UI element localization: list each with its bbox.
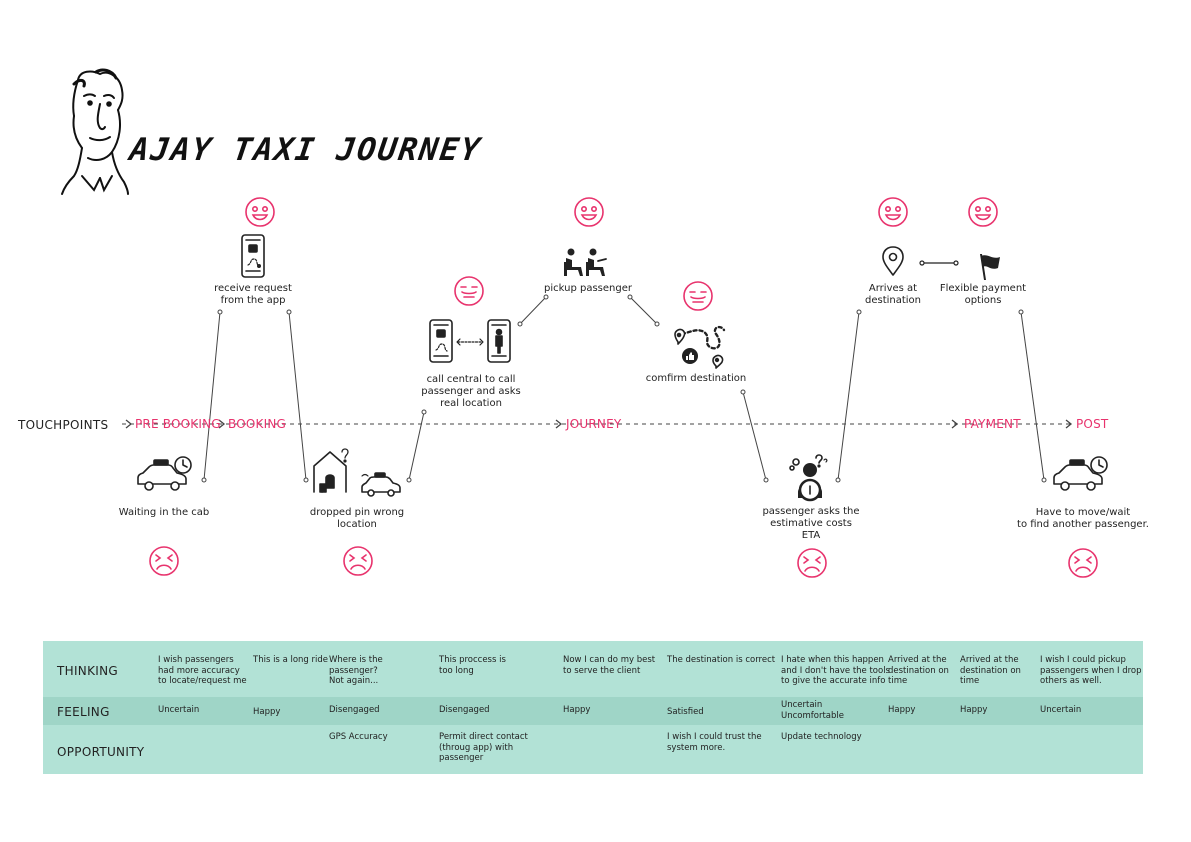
page-title: AJAY TAXI JOURNEY (127, 132, 484, 168)
stage-post: POST (1076, 417, 1109, 431)
thinking-cell: This is a long ride (253, 655, 329, 665)
step-label-move-wait: Have to move/wait to find another passen… (1017, 507, 1149, 530)
mood-faces (149, 197, 1098, 578)
row-header-thinking: THINKING (57, 664, 118, 678)
feeling-cell: Satisfied (667, 707, 704, 717)
stage-booking: BOOKING (228, 417, 286, 431)
emotion-curve-segment (1020, 311, 1045, 481)
step-label-arrives: Arrives at destination (864, 283, 922, 306)
taxi-clock-icon (1053, 456, 1108, 491)
curve-node (1041, 477, 1047, 483)
thinking-cell: Where is the passenger? Not again... (329, 655, 383, 686)
timeline-arrows (125, 419, 1073, 429)
opportunity-cell: GPS Accuracy (329, 732, 388, 742)
curve-node (740, 389, 746, 395)
ajay-avatar-sketch (61, 68, 129, 195)
mood-face-sad-icon (343, 546, 373, 576)
curve-node (763, 477, 769, 483)
row-header-feeling: FEELING (57, 705, 110, 719)
curve-node (217, 309, 223, 315)
curve-node (421, 409, 427, 415)
step-label-asks-costs: passenger asks the estimative costs ETA (762, 506, 860, 541)
driver-thinking-icon (789, 454, 828, 502)
step-label-call-central: call central to call passenger and asks … (421, 374, 521, 409)
step-label-pickup-passenger: pickup passenger (544, 283, 632, 294)
flag-icon (980, 254, 1000, 280)
curve-node (654, 321, 660, 327)
curve-node (303, 477, 309, 483)
curve-node (835, 477, 841, 483)
feeling-cell: Disengaged (329, 705, 380, 715)
mood-face-sad-icon (1068, 548, 1098, 578)
thinking-cell: Arrived at the destination on time (888, 655, 949, 686)
passengers-seated-icon (564, 248, 607, 276)
curve-node (543, 294, 549, 300)
curve-node (856, 309, 862, 315)
journey-table: THINKING FEELING OPPORTUNITY I wish pass… (43, 641, 1143, 774)
opportunity-row (43, 725, 1143, 774)
two-phones-icon (429, 319, 511, 363)
row-header-opportunity: OPPORTUNITY (57, 745, 145, 759)
mood-face-neutral-icon (683, 281, 713, 311)
feeling-cell: Happy (888, 705, 916, 715)
mood-face-neutral-icon (454, 276, 484, 306)
curve-node (201, 477, 207, 483)
icons-layer (137, 234, 1108, 502)
location-pin-icon (882, 246, 904, 276)
thinking-cell: The destination is correct (667, 655, 776, 665)
stage-journey: JOURNEY (566, 417, 622, 431)
thinking-cell: I hate when this happen and I don't have… (781, 655, 890, 686)
taxi-clock-icon (137, 456, 192, 491)
thinking-cell: This proccess is too long (439, 655, 506, 676)
emotion-curve-segment (742, 391, 767, 481)
touchpoints-label: TOUCHPOINTS (18, 418, 109, 432)
feeling-cell: Uncertain (158, 705, 200, 715)
emotion-curve-segment (288, 311, 307, 481)
emotion-curve (201, 294, 1047, 483)
opportunity-cell: Update technology (781, 732, 862, 742)
step-label-waiting-cab: Waiting in the cab (118, 507, 210, 518)
mood-face-happy-icon (878, 197, 908, 227)
step-label-flexible-payment: Flexible payment options (939, 283, 1027, 306)
mood-face-happy-icon (574, 197, 604, 227)
opportunity-cell: Permit direct contact (throug app) with … (439, 732, 528, 763)
route-pins-icon (674, 325, 726, 369)
feeling-cell: Happy (253, 707, 281, 717)
emotion-curve-segment (837, 311, 860, 481)
curve-node (1018, 309, 1024, 315)
thinking-cell: Now I can do my best to serve the client (563, 655, 656, 676)
feeling-cell: Happy (563, 705, 591, 715)
curve-node (517, 321, 523, 327)
stage-pre-booking: PRE BOOKING (135, 417, 221, 431)
thinking-cell: I wish passengers had more accuracy to l… (158, 655, 247, 686)
opportunity-cell: I wish I could trust the system more. (667, 732, 762, 753)
step-label-dropped-pin: dropped pin wrong location (309, 507, 405, 530)
emotion-curve-segment (519, 296, 547, 325)
emotion-curve-segment (203, 311, 221, 481)
stage-payment: PAYMENT (964, 417, 1021, 431)
feeling-cell: Disengaged (439, 705, 490, 715)
feeling-cell: Uncertain Uncomfortable (781, 700, 844, 721)
house-traveler-taxi-icon (313, 448, 401, 497)
thinking-row (43, 641, 1143, 697)
curve-node (406, 477, 412, 483)
curve-node (627, 294, 633, 300)
emotion-curve-segment (408, 411, 425, 481)
feeling-cell: Uncertain (1040, 705, 1082, 715)
thinking-cell: Arrived at the destination on time (960, 655, 1021, 686)
emotion-curve-segment (629, 296, 658, 325)
feeling-row (43, 697, 1143, 725)
step-label-receive-request: receive request from the app (214, 283, 292, 306)
phone-taxi-icon (241, 234, 265, 278)
mood-face-sad-icon (149, 546, 179, 576)
step-label-confirm-destination: comfirm destination (645, 373, 747, 384)
feeling-cell: Happy (960, 705, 988, 715)
mood-face-happy-icon (245, 197, 275, 227)
mood-face-sad-icon (797, 548, 827, 578)
curve-node (286, 309, 292, 315)
mood-face-happy-icon (968, 197, 998, 227)
thinking-cell: I wish I could pickup passengers when I … (1040, 655, 1142, 686)
